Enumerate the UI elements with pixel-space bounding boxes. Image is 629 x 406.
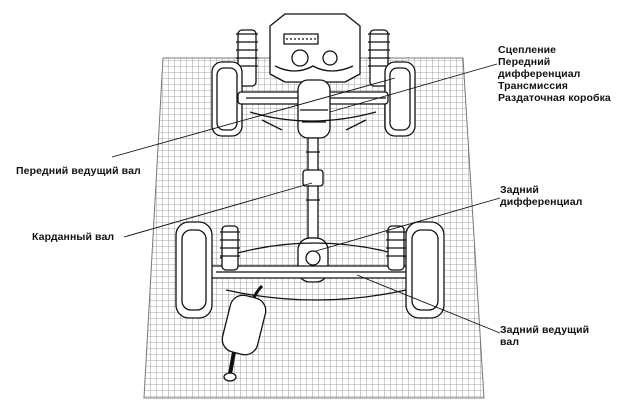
leader-lines [111, 63, 501, 334]
label-rear-differential: Задний дифференциал [500, 184, 583, 208]
label-transfer-case: Раздаточная коробка [498, 92, 611, 104]
rear-right-wheel [405, 221, 445, 319]
front-right-strut [368, 29, 390, 87]
leader-propeller-shaft [123, 182, 313, 238]
rear-left-wheel [175, 221, 213, 319]
rear-left-strut [220, 225, 240, 271]
label-rear-driveshaft: Задний ведущий вал [500, 324, 590, 348]
muffler [221, 294, 267, 356]
label-propeller-shaft: Карданный вал [32, 231, 115, 243]
leader-rear-driveshaft [356, 274, 501, 334]
chassis-drawing [175, 13, 445, 382]
engine [269, 13, 361, 83]
label-front-differential: Передний дифференциал [498, 56, 581, 80]
rear-right-strut [386, 225, 406, 271]
label-transmission: Трансмиссия [498, 80, 569, 92]
transmission [297, 79, 331, 139]
leader-front-group [329, 63, 498, 113]
leader-front-driveshaft [111, 77, 396, 158]
label-front-driveshaft: Передний ведущий вал [16, 165, 141, 177]
propeller-shaft [307, 137, 319, 239]
label-clutch: Сцепление [498, 44, 557, 56]
leader-rear-diff [315, 197, 501, 252]
